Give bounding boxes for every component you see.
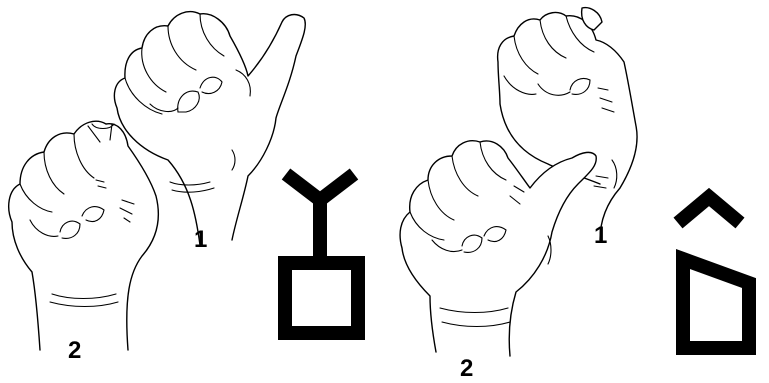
right-hand-2-thumbs-up <box>400 141 596 356</box>
symbol-caret <box>678 197 740 223</box>
right-figure: 1 2 <box>400 8 749 382</box>
right-label-2: 2 <box>460 355 473 382</box>
right-sign-symbol <box>678 197 749 348</box>
left-label-1: 1 <box>194 226 207 253</box>
left-label-2: 2 <box>68 337 81 364</box>
symbol-caret-y <box>286 174 354 200</box>
right-label-1: 1 <box>594 222 607 249</box>
symbol-square <box>285 263 358 333</box>
left-sign-symbol <box>285 174 358 333</box>
symbol-slanted-square <box>683 259 749 348</box>
left-figure: 1 2 <box>9 12 358 364</box>
left-hand-2-fist <box>9 121 159 350</box>
